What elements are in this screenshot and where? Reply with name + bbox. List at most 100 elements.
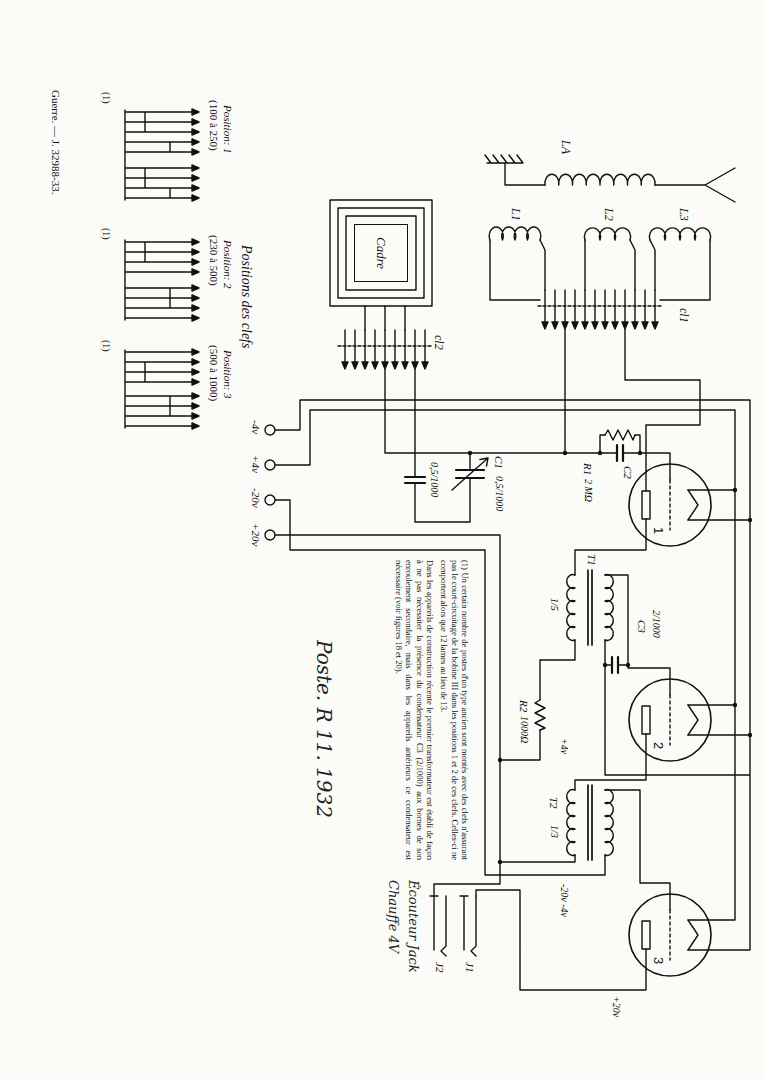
node-label: Cadre [374, 237, 388, 269]
footnote: Dans les appareils de construction récen… [394, 560, 435, 860]
tube-envelope [629, 464, 711, 546]
junction-dot [498, 860, 502, 864]
coil-label: LA [559, 140, 572, 154]
resistor-symbol [605, 430, 635, 440]
tube-plate [642, 706, 650, 734]
wavelength-range: (100 à 250) [208, 100, 220, 151]
handwritten-note: Chauffe 4V [386, 880, 400, 953]
capacitor-value: 0,5/1000 [429, 462, 440, 497]
wavelength-range: (500 à 1000) [208, 345, 220, 401]
voltage-label: +20v [611, 996, 622, 1017]
transformer-winding [605, 575, 613, 641]
handwritten-note: Écouteur Jack [406, 880, 420, 973]
key-position: Position: 1 [222, 105, 234, 154]
frame-winding [338, 208, 424, 298]
junction-dot [733, 488, 737, 492]
tube-plate [642, 491, 650, 519]
capacitor-label: C3 [636, 620, 648, 633]
terminal-label: -20v [250, 488, 262, 508]
voltage-label: +4v [559, 738, 570, 754]
switch-label: cl1 [677, 308, 690, 323]
switch-contacts [342, 362, 428, 369]
footnote-mark: (1) [101, 340, 112, 352]
transformer-ratio: 1/5 [549, 598, 560, 611]
tuning-coil [650, 228, 711, 240]
tube-number: 3 [651, 957, 665, 964]
tube-grid [669, 480, 670, 960]
circuit [125, 109, 752, 990]
key-blades [125, 350, 192, 428]
footnote: (1) Un certain nombre de postes d'un typ… [439, 560, 470, 860]
jack-symbol [430, 896, 476, 956]
terminal [265, 530, 275, 540]
switch-actuator [538, 305, 662, 306]
wavelength-range: (230 à 500) [208, 235, 220, 286]
tube-number: 2 [651, 742, 665, 749]
junction-dot [603, 663, 607, 667]
resistor-label: R2 [518, 700, 530, 712]
capacitor-label: C1 [493, 456, 505, 469]
transformer-winding [567, 575, 575, 641]
transformer-ratio: 1/3 [549, 825, 560, 838]
key-position: Position: 3 [222, 350, 234, 399]
capacitor-value: 2/1000 [651, 610, 662, 638]
tube-plate [642, 921, 650, 949]
coil-label: L3 [677, 208, 690, 221]
tube-outline [628, 893, 712, 977]
tube-filament [688, 490, 698, 950]
junction-dot [626, 663, 630, 667]
transformer-label: T1 [586, 554, 598, 566]
vacuum-tube: 1 [628, 463, 712, 547]
frame-winding [330, 200, 432, 306]
tube-number: 1 [651, 527, 665, 534]
section-heading: Positions des clefs [239, 245, 254, 348]
terminal [265, 495, 275, 505]
tube-envelope [629, 679, 711, 761]
handwritten-note: Poste. R 11. 1932 [313, 640, 335, 818]
resistor-label: R1 [582, 463, 594, 475]
key-position: Position: 2 [222, 240, 234, 289]
resistor-value: 2 MΩ [583, 479, 594, 502]
junction-dot [563, 451, 567, 455]
print-reference: Guerre. — J. 32988-33. [50, 90, 62, 194]
junction-dot [748, 733, 752, 737]
terminal [265, 425, 275, 435]
switch-contacts [542, 322, 658, 329]
voltage-label: -20v -4v [559, 884, 570, 917]
terminal-label: -4v [250, 420, 262, 434]
transformer-winding [605, 790, 613, 856]
tube-outline [628, 463, 712, 547]
frame-winding [346, 216, 416, 290]
wire [275, 240, 750, 990]
key-blades [125, 240, 192, 320]
key-blades [125, 110, 192, 200]
terminals [265, 425, 275, 540]
terminal-label: +4v [250, 455, 262, 473]
jack-label: J2 [434, 962, 446, 972]
frame-antenna-box: Cadre [354, 224, 408, 282]
switch-actuator [338, 345, 432, 346]
tube-envelope [629, 894, 711, 976]
vacuum-tube: 3 [628, 893, 712, 977]
variable-arrow [452, 458, 488, 490]
footnote-mark: (1) [101, 228, 112, 240]
switch-label: cl2 [432, 335, 445, 350]
resistor-symbol [535, 700, 545, 730]
transformer-winding [567, 790, 575, 856]
junction-dot [733, 703, 737, 707]
tube-outline [628, 678, 712, 762]
terminal-label: +20v [250, 523, 262, 546]
junction-dot [468, 451, 472, 455]
junction-dot [748, 518, 752, 522]
resistor-value: 1000Ω [519, 716, 530, 743]
tuning-coil [585, 228, 631, 240]
coil-label: L2 [602, 208, 615, 221]
ground-symbol [485, 155, 545, 185]
junction-dot [598, 451, 602, 455]
terminal [265, 460, 275, 470]
transformer-label: T2 [548, 797, 560, 809]
